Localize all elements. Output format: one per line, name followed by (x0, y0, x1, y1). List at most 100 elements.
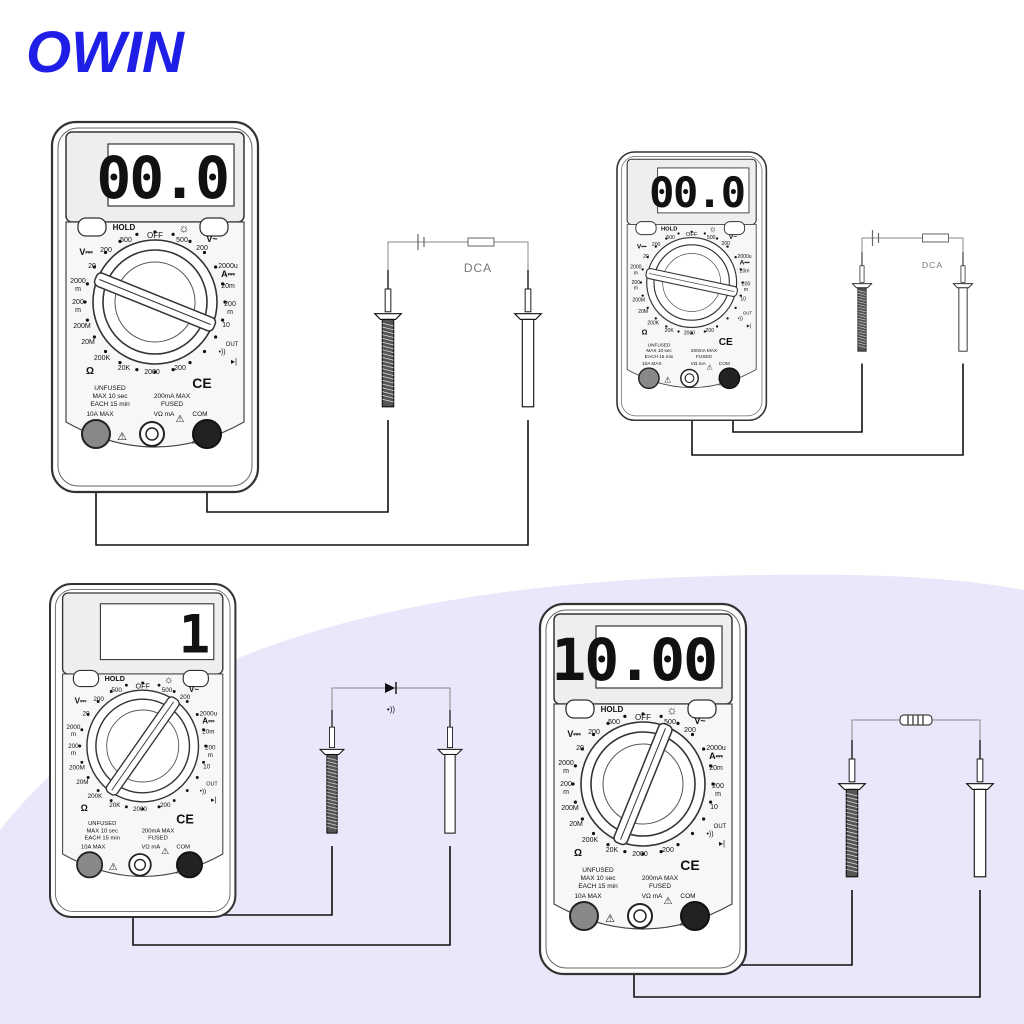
dial-tick (92, 335, 96, 339)
dial-tick (571, 782, 575, 786)
probe-grip (326, 757, 338, 761)
range-10: 10 (203, 764, 211, 771)
range-v500-ac: 500 (707, 235, 716, 241)
probe-grip (846, 800, 858, 805)
probe-grip (382, 387, 394, 392)
meter-body-inner (545, 609, 741, 969)
dial-tick (124, 683, 128, 687)
probe-grip (382, 353, 394, 357)
dial-tick (654, 317, 657, 320)
range-v20: 20 (576, 745, 584, 752)
range-m2: m (563, 789, 569, 796)
probe-grip (857, 306, 867, 310)
probe-grip (857, 331, 867, 335)
dial-pointer (613, 722, 673, 846)
lcd-screen (657, 167, 750, 214)
jack-vomega-inner (133, 858, 147, 871)
range-v200-ac: 200 (180, 694, 191, 701)
probe-grip (326, 798, 338, 802)
range-20M: 20M (569, 821, 583, 828)
unfused-label: UNFUSED (94, 385, 126, 392)
range-2000: 2000 (684, 331, 695, 337)
dial-tick (580, 817, 584, 821)
dial-tick (702, 817, 706, 821)
ten-a-label: 10A MAX (86, 411, 114, 418)
probe-grip (846, 796, 858, 801)
test-probe-red (436, 710, 464, 834)
meter-body-inner (54, 588, 231, 913)
range-v500: 500 (666, 235, 675, 241)
multimeter-3: 1HOLD☼OFF500200V⎓202000m200m200M20M200K2… (49, 583, 237, 918)
hold-label: HOLD (601, 705, 624, 714)
dial-tick (202, 728, 205, 732)
dial-tick (734, 255, 737, 259)
dial-tick (573, 764, 577, 768)
ce-mark: CE (176, 812, 194, 826)
range-v200: 200 (93, 696, 104, 703)
probe-grip (857, 309, 867, 313)
probe-grip (382, 338, 394, 342)
warning-icon-2: ⚠ (161, 846, 169, 856)
probe-guard (373, 313, 403, 320)
probe-neck (859, 265, 865, 283)
dca-label: A⎓ (202, 717, 215, 726)
dial-tick (124, 805, 128, 809)
probe-grip (382, 368, 394, 373)
probe-guard (851, 283, 873, 289)
range-off: OFF (635, 713, 651, 722)
range-20M: 20M (81, 339, 95, 346)
dial-tick (96, 789, 100, 792)
range-200m: 200 (68, 743, 79, 750)
probe-grip (326, 825, 338, 830)
dial-tick (676, 843, 680, 847)
probe-grip (846, 830, 858, 835)
range-200M: 200M (561, 805, 579, 812)
probe-guard (965, 783, 995, 790)
logo-text: OWIN (26, 20, 185, 84)
probe-grip (326, 791, 338, 795)
dial-tick (92, 265, 96, 269)
probe-grip (382, 376, 394, 380)
warning-icon-2: ⚠ (176, 414, 185, 425)
acv-label: V~ (729, 234, 737, 241)
range-v500-ac: 500 (162, 687, 173, 694)
probe-grip (857, 326, 867, 329)
range-v200-ac: 200 (722, 241, 731, 247)
probe-grip (326, 805, 338, 809)
range-200M: 200M (69, 764, 85, 771)
probe-grip (382, 345, 394, 350)
probe-neck (384, 288, 392, 313)
hold-label: HOLD (113, 223, 136, 232)
range-m2: m (75, 307, 81, 314)
range-200m-a: 200 (224, 301, 236, 308)
range-2000m: 2000 (558, 760, 574, 767)
range-200m: 200 (72, 299, 84, 306)
probe-grip (382, 341, 394, 346)
fused1-label: 200mA MAX (154, 393, 191, 400)
probe-grip (326, 774, 338, 778)
probe-guard (436, 748, 464, 755)
range-m1: m (75, 286, 81, 293)
dial-tick (86, 776, 90, 779)
buzzer-label: •)) (706, 831, 713, 838)
probe-grip (857, 304, 867, 307)
probe-grip (326, 760, 338, 765)
backlight-button (199, 217, 229, 237)
circuit-label: DCA (922, 260, 943, 270)
diode-label: ▸| (211, 795, 217, 804)
ohm-label: Ω (86, 366, 94, 377)
dial-tick (646, 255, 649, 259)
each15-label: EACH 15 min (90, 401, 130, 408)
dial-tick (677, 232, 680, 235)
probe-grip (382, 334, 394, 338)
max10-label: MAX 10 sec (86, 828, 118, 834)
dial-tick (709, 764, 713, 768)
range-200: 200 (160, 802, 171, 809)
probe-grip (857, 342, 867, 346)
range-20K: 20K (118, 365, 131, 372)
com-label: COM (192, 411, 207, 418)
probe-grip (846, 815, 858, 820)
dial-tick (715, 325, 719, 328)
probe-guard (318, 748, 346, 755)
